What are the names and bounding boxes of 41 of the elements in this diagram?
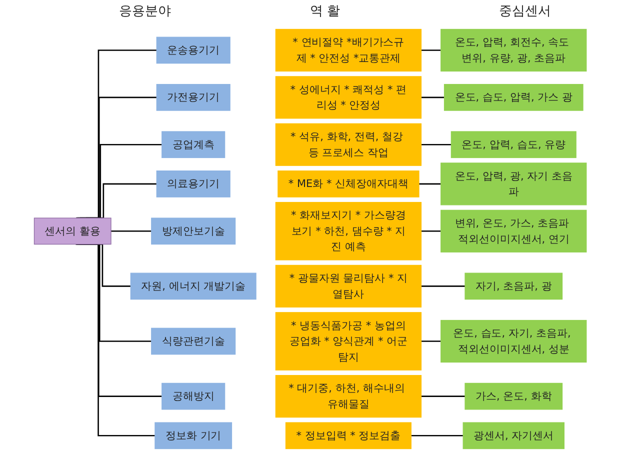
node-box: * 냉동식품가공 * 농업의공업화 * 양식관계 * 어군탐지 [275,312,422,370]
node-box: * 광물자원 물리탐사 * 지열탐사 [275,264,422,308]
node-box: 자원, 에너지 개발기술 [130,272,256,300]
node-box: * 석유, 화학, 전력, 철강 등 프로세스 작업 [275,123,422,166]
node-box: 가전용기기 [156,84,230,111]
node-box: 방제안보기술 [150,218,236,245]
node-box: * 성에너지 * 쾌적성 * 편리성 * 안정성 [275,76,422,119]
connector [420,96,444,98]
node-box: 온도, 습도, 자기, 초음파, 적외선이미지센서, 성분 [440,320,586,363]
connector [410,435,463,436]
node-box: 정보화 기기 [154,422,232,450]
connector [420,396,465,397]
node-box: 운송용기기 [156,36,230,64]
connector [420,230,441,232]
node-box: 센서의 활용 [34,218,111,245]
node-box: * 대기중, 하천, 해수내의 유해물질 [275,375,422,418]
node-box: 변위, 온도, 가스, 초음파 적외선이미지센서, 연기 [440,210,586,252]
node-box: 온도, 습도, 압력, 가스 광 [444,84,583,111]
node-box: * 정보입력 * 정보검출 [285,422,412,450]
column-header: 중심센서 [498,3,552,21]
node-box: 온도, 압력, 습도, 유량 [450,131,576,158]
node-box: * 연비절약 *배기가스규제 * 안전성 *교통관제 [275,28,422,72]
node-box: 가스, 온도, 화학 [464,382,562,410]
node-box: 광센서, 자기센서 [462,422,564,450]
node-box: 온도, 압력, 회전수, 속도 변위, 유량, 광, 초음파 [440,28,586,72]
node-box: 공업계측 [161,131,225,158]
connector [420,50,441,51]
connector [420,286,465,287]
column-header: 역 활 [308,3,342,21]
connector [418,183,441,185]
node-box: * ME화 * 신체장애자대책 [277,170,419,198]
column-header: 응용분야 [118,3,172,21]
node-box: 식량관련기술 [150,328,236,355]
connector [420,144,451,146]
node-box: 온도, 압력, 광, 자기 초음파 [440,162,586,206]
node-box: 의료용기기 [156,170,230,198]
connector [110,230,152,232]
node-box: 자기, 초음파, 광 [464,272,562,300]
node-box: * 화재보지기 * 가스량경보기 * 하천, 댐수량 * 지진 예측 [275,202,422,260]
connector [420,340,441,342]
node-box: 공해방지 [161,382,225,410]
